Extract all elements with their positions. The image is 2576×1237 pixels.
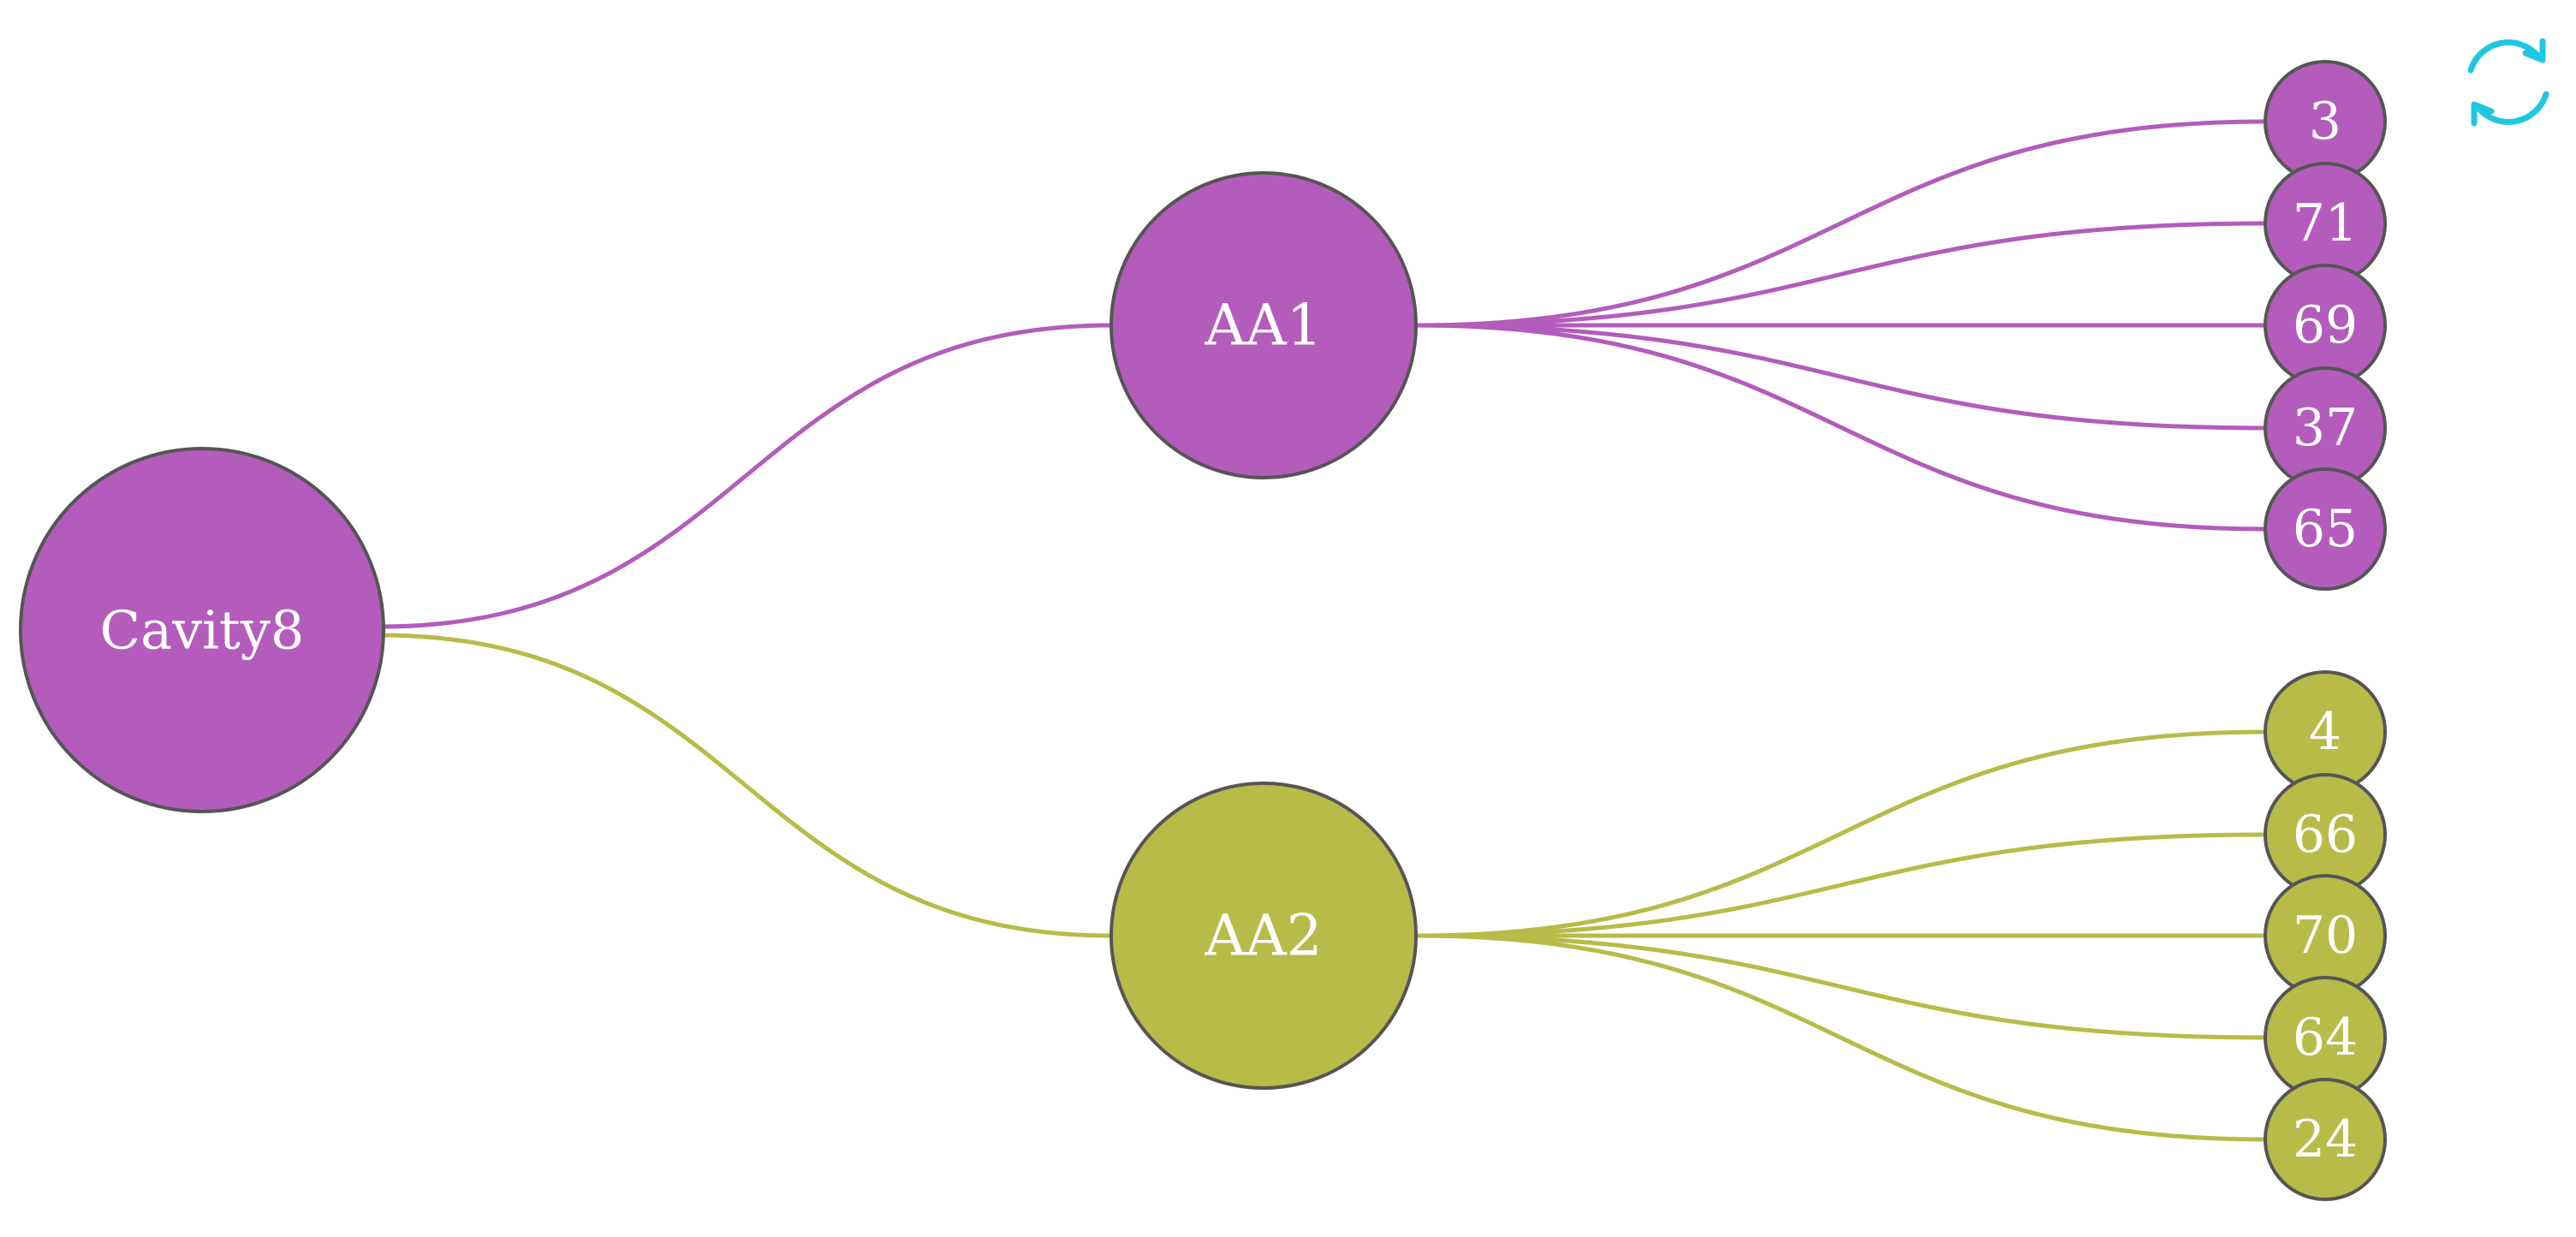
root-node-circle[interactable] xyxy=(19,447,385,813)
leaf-node-71[interactable]: 71 xyxy=(2264,162,2387,285)
refresh-arrowhead-bottom xyxy=(2471,101,2495,127)
refresh-arc-bottom xyxy=(2474,91,2549,125)
branch-node-aa2-circle[interactable] xyxy=(1110,782,1418,1090)
root-node[interactable]: Cavity8 xyxy=(19,447,385,813)
leaf-node-24-circle[interactable] xyxy=(2264,1078,2387,1201)
link-aa2-to-leaf-24 xyxy=(1415,933,2266,1142)
branch-node-aa2[interactable]: AA2 xyxy=(1110,782,1418,1090)
branch-node-aa1[interactable]: AA1 xyxy=(1110,171,1418,479)
refresh-arrowhead-top xyxy=(2522,38,2546,63)
refresh-icon[interactable] xyxy=(2457,31,2560,134)
link-aa2-to-leaf-4 xyxy=(1415,729,2266,938)
leaf-node-65-label: 65 xyxy=(2293,499,2358,559)
leaf-node-37[interactable]: 37 xyxy=(2264,366,2387,490)
leaf-node-65-circle[interactable] xyxy=(2264,467,2387,591)
leaf-node-4[interactable]: 4 xyxy=(2264,670,2387,794)
refresh-arc-top xyxy=(2467,39,2543,74)
leaf-node-24-label: 24 xyxy=(2293,1109,2358,1169)
link-aa2-to-leaf-64 xyxy=(1415,933,2266,1040)
leaf-node-69-label: 69 xyxy=(2293,295,2358,355)
leaf-node-71-label: 71 xyxy=(2293,193,2358,253)
leaf-node-64-label: 64 xyxy=(2293,1008,2358,1068)
links-layer xyxy=(379,119,2266,1142)
leaf-node-70-label: 70 xyxy=(2293,906,2358,966)
leaf-node-3[interactable]: 3 xyxy=(2264,60,2387,183)
leaf-node-65[interactable]: 65 xyxy=(2264,467,2387,591)
branch-node-aa1-circle[interactable] xyxy=(1110,171,1418,479)
refresh-button[interactable] xyxy=(2457,31,2560,134)
leaf-node-4-label: 4 xyxy=(2309,702,2341,762)
leaf-node-66[interactable]: 66 xyxy=(2264,773,2387,896)
leaf-node-37-label: 37 xyxy=(2293,398,2358,458)
leaf-node-3-label: 3 xyxy=(2309,92,2341,152)
link-aa1-to-leaf-37 xyxy=(1415,323,2266,431)
leaf-node-64[interactable]: 64 xyxy=(2264,976,2387,1099)
branch-node-aa2-label: AA2 xyxy=(1204,903,1322,969)
leaf-node-69[interactable]: 69 xyxy=(2264,264,2387,387)
leaf-node-70[interactable]: 70 xyxy=(2264,874,2387,997)
link-aa1-to-leaf-3 xyxy=(1415,119,2266,328)
root-node-label: Cavity8 xyxy=(100,599,305,662)
leaf-node-24[interactable]: 24 xyxy=(2264,1078,2387,1201)
link-aa1-to-leaf-65 xyxy=(1415,323,2266,532)
link-aa2-to-leaf-66 xyxy=(1415,832,2266,938)
link-aa1-to-leaf-71 xyxy=(1415,221,2266,328)
link-root-to-aa1 xyxy=(379,323,1112,629)
link-root-to-aa2 xyxy=(379,633,1112,938)
leaf-node-66-label: 66 xyxy=(2293,805,2358,865)
branch-node-aa1-label: AA1 xyxy=(1204,293,1322,359)
